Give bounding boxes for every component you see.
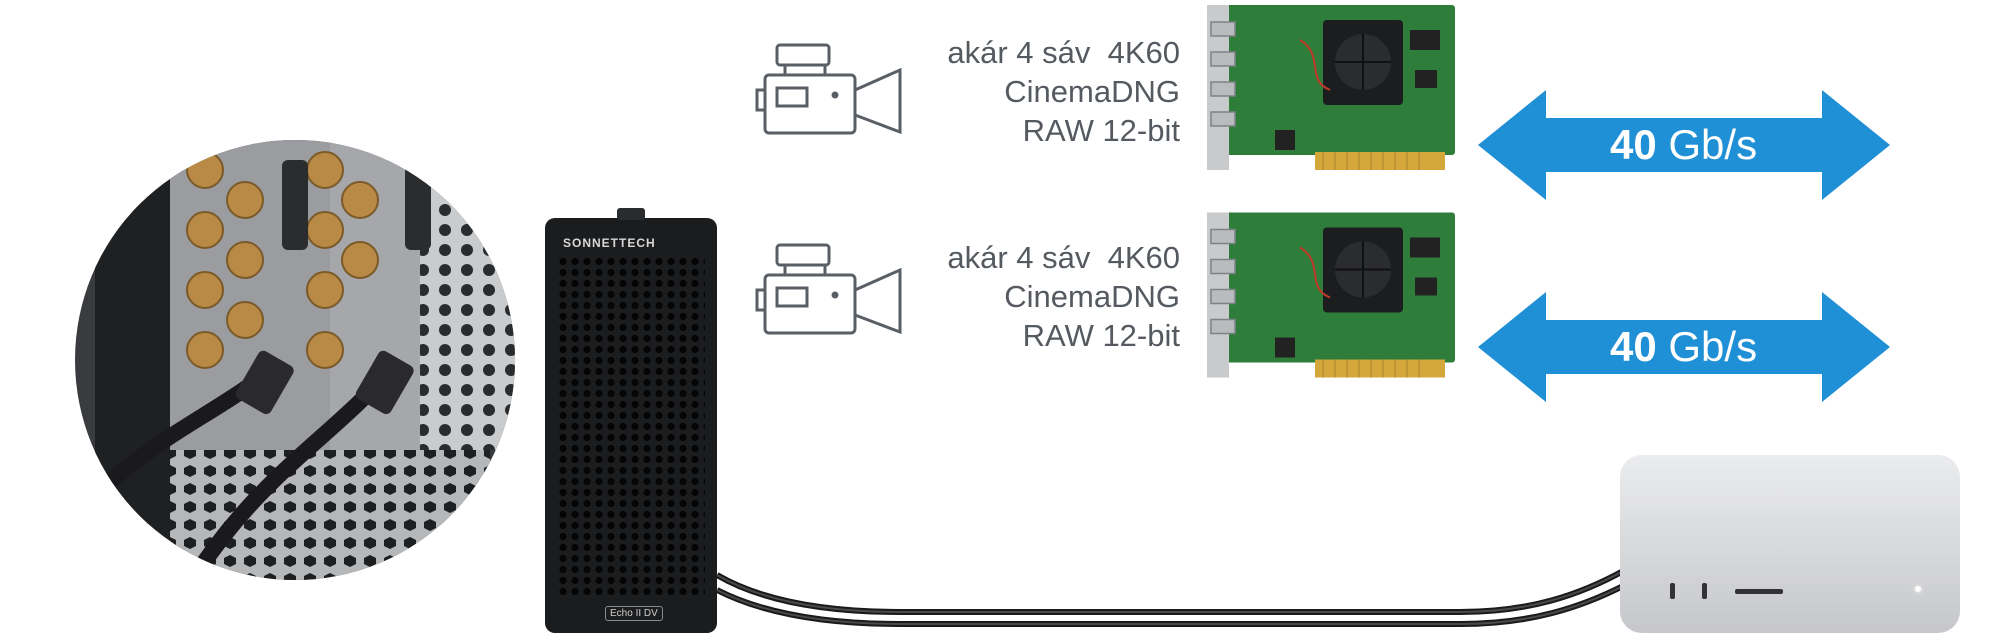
bandwidth-arrow-2 — [1478, 292, 1890, 402]
enclosure-handle — [617, 208, 645, 220]
speed-unit-2: Gb/s — [1668, 323, 1758, 370]
card-2-label-line1: akár 4 sáv 4K60 — [947, 240, 1180, 275]
card-2-label-line2: CinemaDNG — [1004, 279, 1180, 314]
card-1-label-line2: CinemaDNG — [1004, 74, 1180, 109]
bandwidth-arrow-1 — [1478, 90, 1890, 200]
mac-power-light — [1915, 586, 1921, 592]
card-1-label-line3: RAW 12-bit — [1022, 113, 1180, 148]
speed-value-1: 40 — [1610, 121, 1657, 168]
pcie-card-1 — [1207, 5, 1455, 170]
thunderbolt-cables — [715, 567, 1627, 627]
pcie-card-2 — [1207, 212, 1455, 378]
enclosure-vent-grille — [557, 256, 705, 596]
card-2-label-line3: RAW 12-bit — [1022, 318, 1180, 353]
card-1-label: akár 4 sáv 4K60 CinemaDNG RAW 12-bit — [840, 33, 1180, 150]
mac-studio — [1620, 455, 1960, 633]
video-camera-icon — [755, 43, 902, 135]
mac-sd-slot — [1735, 589, 1783, 594]
card-1-label-line1: akár 4 sáv 4K60 — [947, 35, 1180, 70]
speed-label-2: 40 Gb/s — [1610, 323, 1757, 371]
enclosure-model-badge: Echo II DV — [605, 606, 663, 621]
card-2-label: akár 4 sáv 4K60 CinemaDNG RAW 12-bit — [840, 238, 1180, 355]
mac-front-port-2 — [1702, 583, 1707, 599]
closeup-photo — [75, 140, 515, 580]
speed-unit-1: Gb/s — [1668, 121, 1758, 168]
enclosure-logo: SONNETTECH — [563, 236, 656, 250]
mac-front-port-1 — [1670, 583, 1675, 599]
speed-value-2: 40 — [1610, 323, 1657, 370]
speed-label-1: 40 Gb/s — [1610, 121, 1757, 169]
video-camera-icon — [755, 243, 902, 335]
sonnet-enclosure: SONNETTECH Echo II DV — [545, 208, 717, 633]
